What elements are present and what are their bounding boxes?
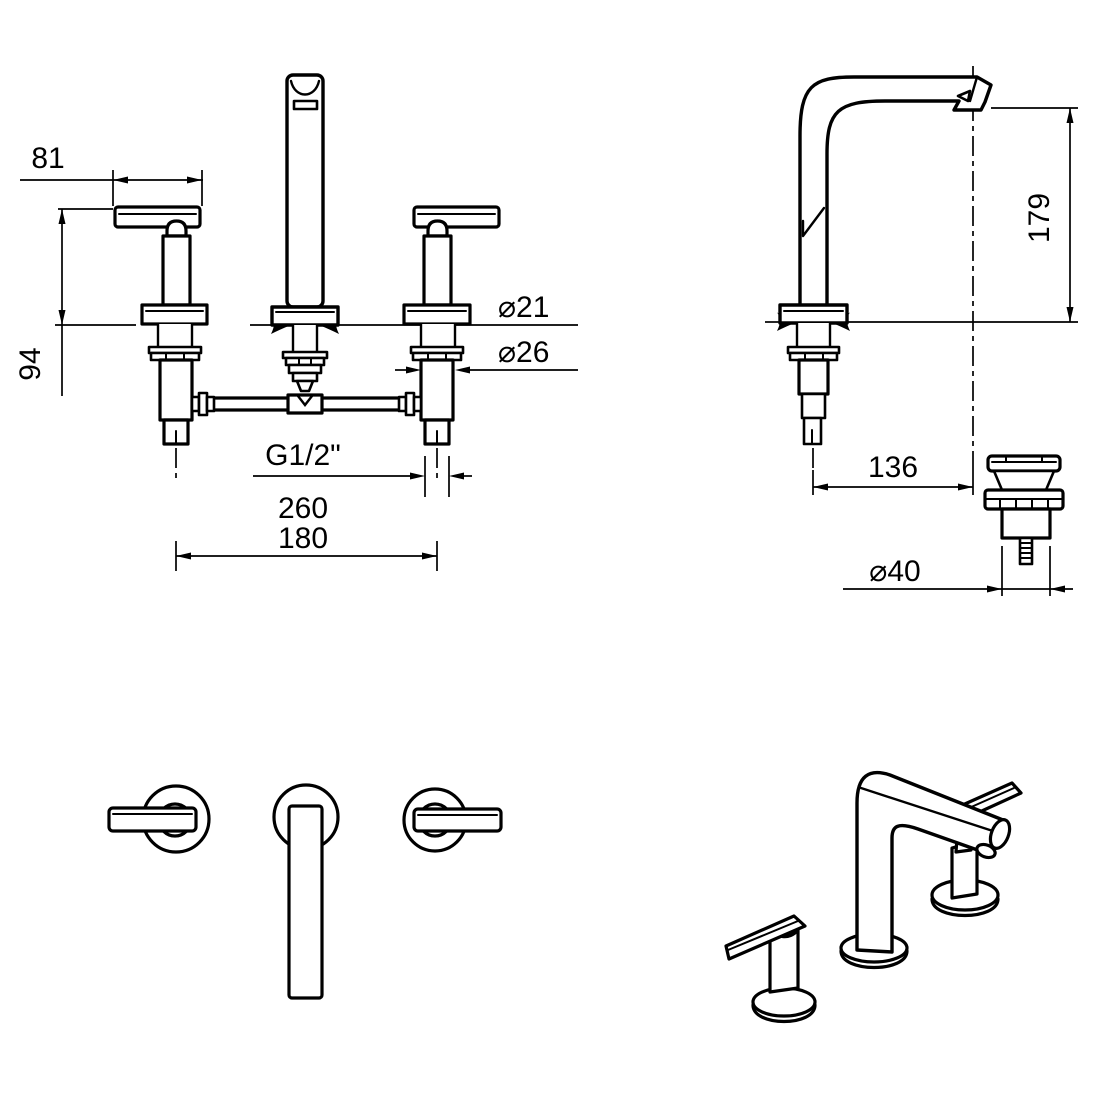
dim-height-label: 94	[14, 347, 47, 380]
persp-spout-arm-edge	[859, 786, 1001, 835]
side-view: 179 136 ⌀40	[765, 66, 1078, 596]
spout-body-side	[798, 75, 993, 309]
spout-reach-top	[287, 804, 324, 1000]
drain-cap	[986, 454, 1062, 473]
dia-26-label: ⌀26	[498, 336, 549, 369]
right-handle-valve	[397, 205, 501, 446]
supply-tubes-and-tee	[211, 393, 401, 415]
left-lever-top	[107, 806, 198, 833]
drain-body	[1000, 507, 1052, 540]
span-180-label: 180	[278, 522, 328, 555]
top-view	[107, 783, 503, 1000]
thread-size-label: G1/2"	[265, 439, 341, 472]
center-spout-front	[270, 73, 340, 393]
aerator-detail	[956, 89, 972, 103]
drain-waste-plug	[983, 454, 1065, 566]
right-valve-body	[419, 358, 455, 422]
left-valve-body	[158, 358, 194, 422]
persp-right-escutcheon-band	[930, 897, 1000, 917]
left-stem	[165, 219, 188, 238]
left-lever	[113, 205, 202, 229]
spout-flange	[270, 305, 340, 327]
right-bonnet	[422, 234, 453, 307]
right-lever-top	[412, 807, 503, 833]
spout-bend-profile	[289, 79, 321, 96]
front-view: 81 94 ⌀21 ⌀26 G1/2" 260 180	[14, 73, 578, 571]
right-tube	[320, 396, 401, 412]
left-bonnet	[161, 234, 192, 307]
persp-spout-escutcheon-band	[839, 949, 909, 969]
spout-outlet-slot	[292, 99, 319, 111]
left-tube	[211, 396, 290, 412]
span-260-label: 260	[278, 492, 328, 525]
right-stem	[426, 219, 449, 238]
right-lever	[412, 205, 501, 229]
drain-threaded-stud	[1018, 536, 1034, 566]
side-flange	[778, 303, 849, 325]
persp-left-escutcheon	[751, 986, 817, 1018]
dim-spout-height-label: 179	[1023, 193, 1056, 243]
dim-lever-length-label: 81	[31, 142, 64, 175]
dim-spout-reach-label: 136	[868, 451, 918, 484]
right-flange	[402, 303, 472, 326]
left-handle-valve	[113, 205, 216, 446]
persp-spout-mouth	[975, 842, 997, 860]
drain-taper	[992, 469, 1056, 492]
perspective-view	[724, 770, 1023, 1023]
spout-tip-face	[968, 75, 979, 103]
dia-drain-label: ⌀40	[869, 555, 920, 588]
spout-adapter-cone	[295, 379, 315, 393]
side-shank-body	[797, 358, 830, 396]
dia-21-label: ⌀21	[498, 291, 549, 324]
persp-left-escutcheon-band	[751, 1003, 817, 1023]
spout-side-profile	[778, 75, 993, 446]
left-flange	[140, 303, 209, 326]
spout-seam-detail	[801, 206, 826, 238]
